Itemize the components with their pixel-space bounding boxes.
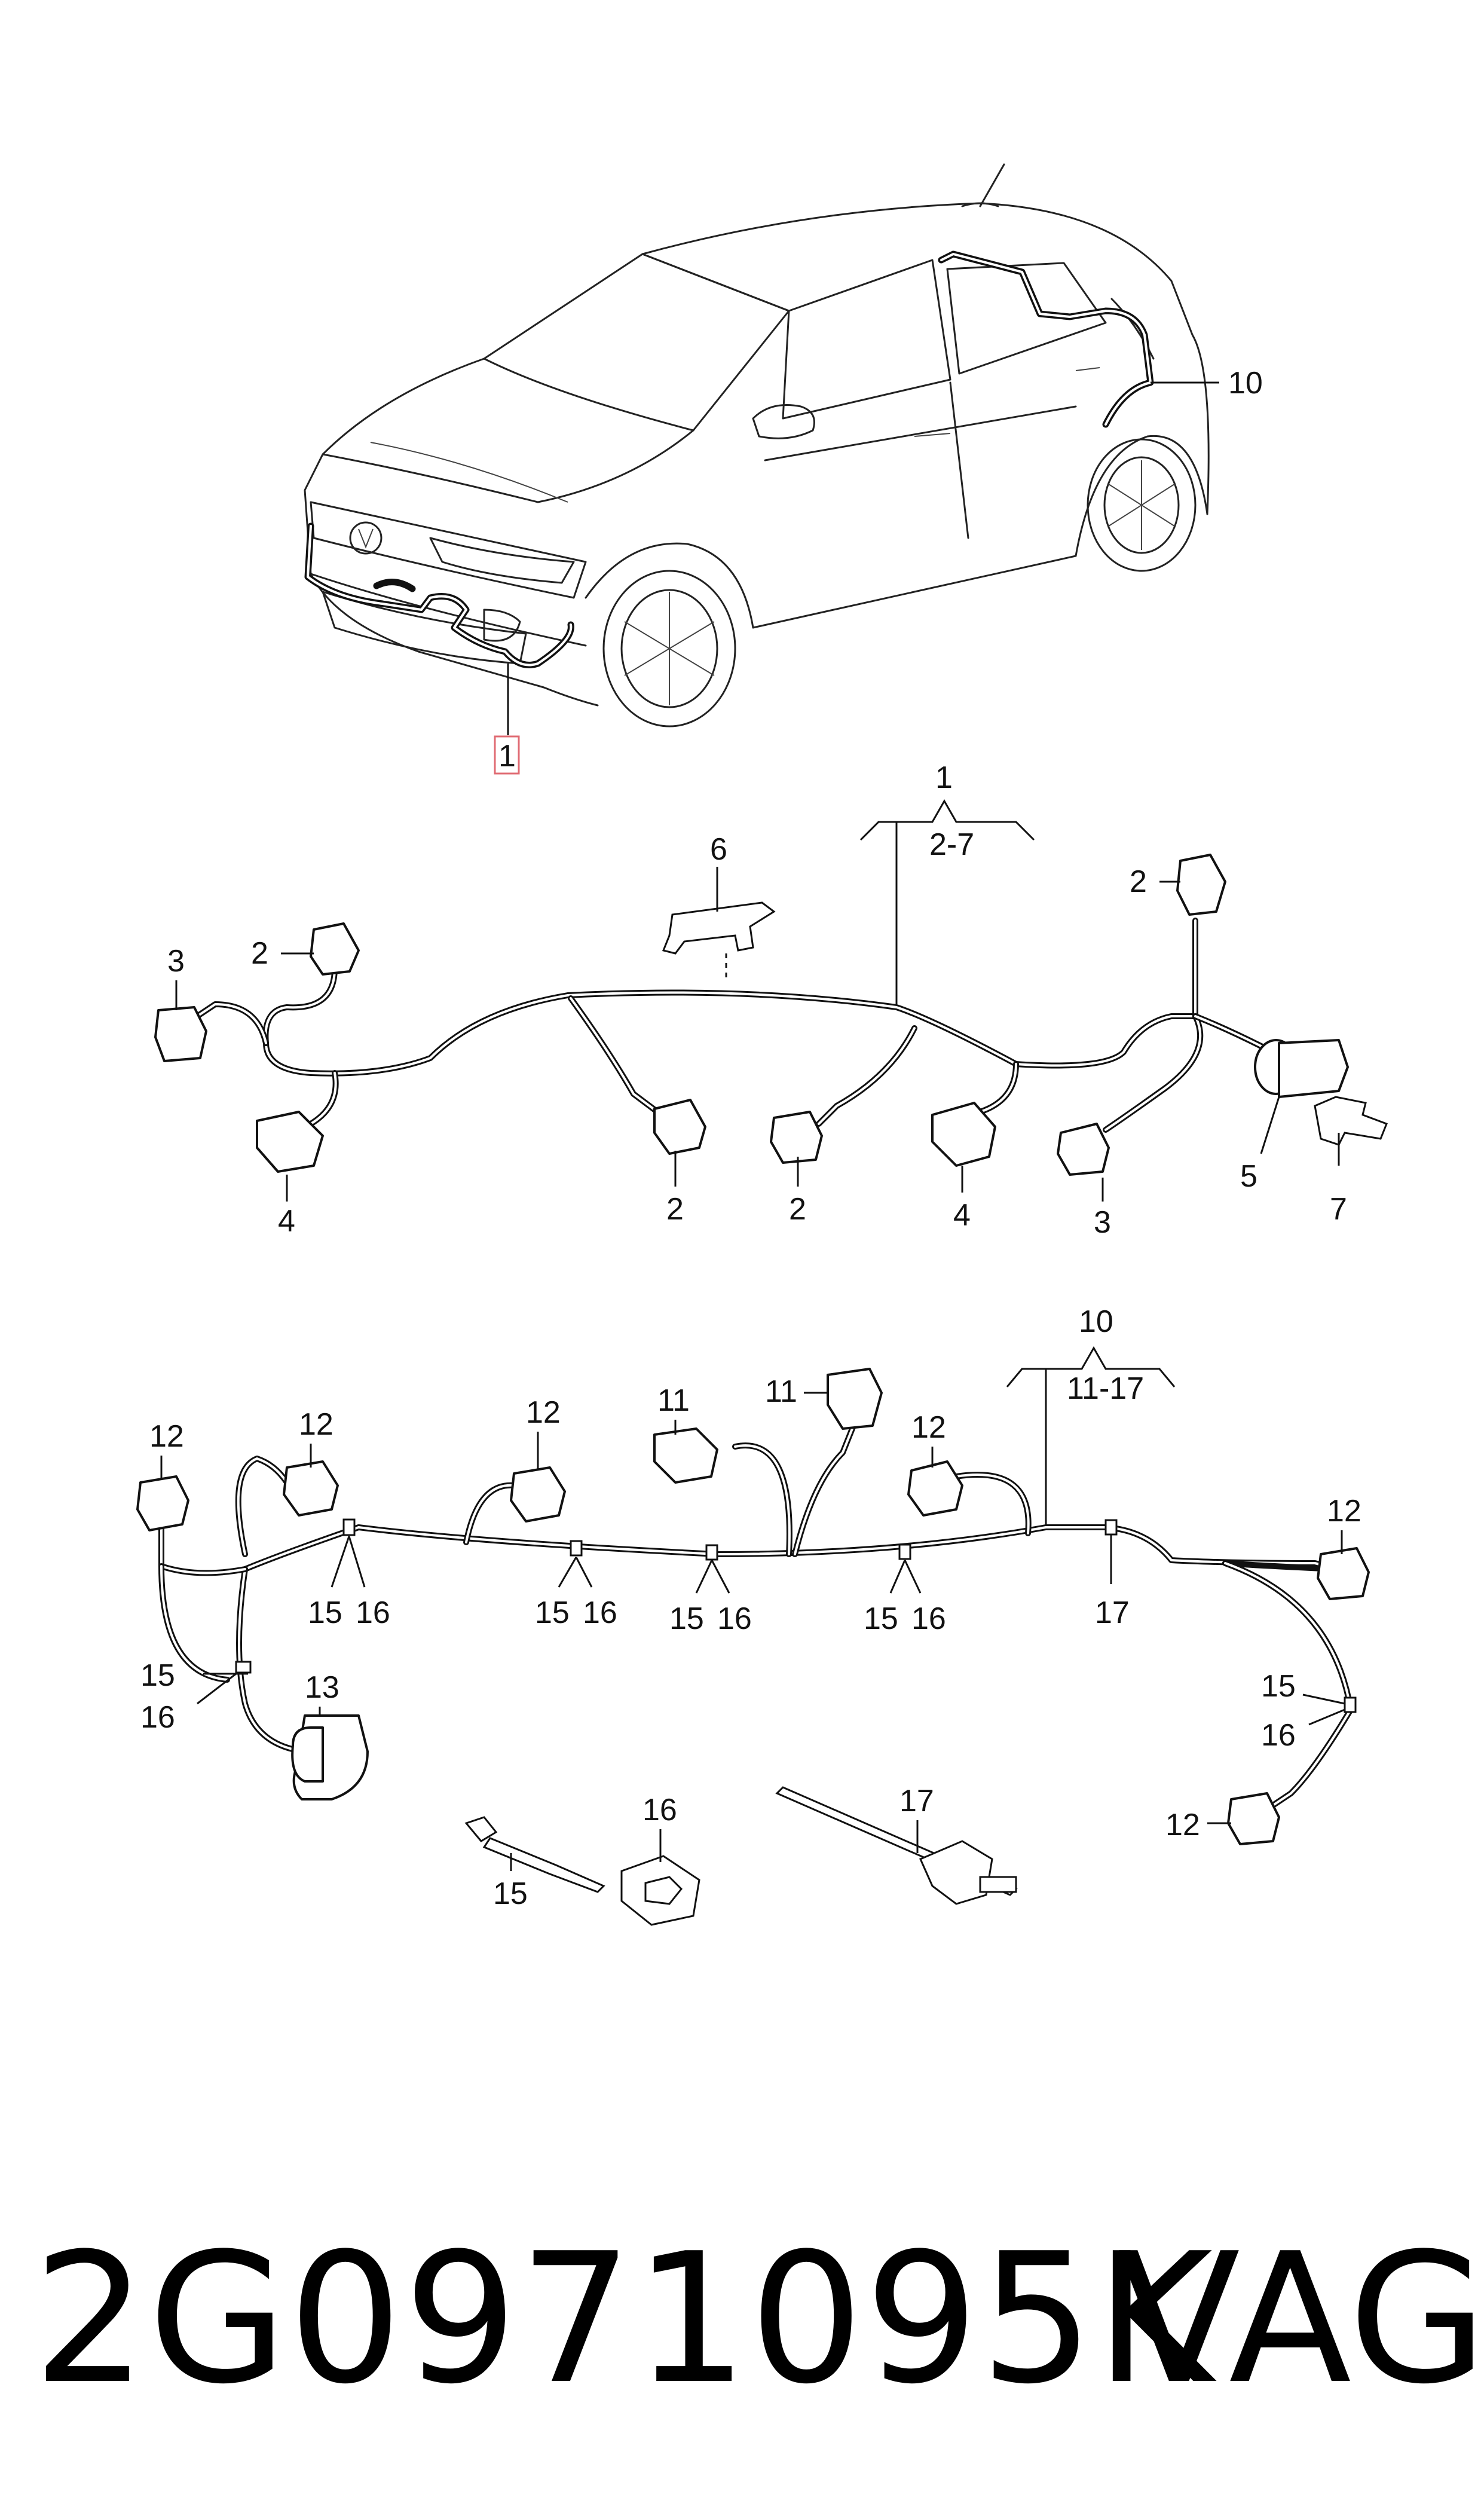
h10-label-16-f: 16 [1261, 1718, 1296, 1753]
h10-label-15-f: 15 [1261, 1669, 1296, 1704]
callout-1-car: 1 [498, 739, 516, 774]
harness-1-exploded: 1 2-7 [154, 760, 1388, 1240]
h10-label-16-d: 16 [717, 1601, 752, 1636]
h1-label-7: 7 [1330, 1192, 1347, 1227]
cable-tie-17 [775, 1786, 1018, 1905]
connector-12-b [283, 1460, 339, 1517]
h10-label-16-b: 16 [356, 1595, 390, 1630]
h10-label-15-a: 15 [140, 1658, 175, 1693]
h1-label-6: 6 [710, 832, 727, 867]
connector-13 [291, 1714, 369, 1800]
bracket-6 [662, 901, 776, 955]
connector-12-c [510, 1466, 566, 1523]
h10-label-12-e: 12 [1327, 1494, 1361, 1528]
clip-15-e [235, 1661, 252, 1674]
connector-4-a [256, 1111, 324, 1173]
connector-2-d [1176, 854, 1226, 916]
h1-label-2-d: 2 [1130, 864, 1147, 899]
h10-label-15-d: 15 [669, 1601, 704, 1636]
h1-label-5: 5 [1240, 1159, 1257, 1194]
h1-range-label: 2-7 [929, 827, 974, 862]
connector-2-a [310, 922, 360, 976]
connector-11-b [827, 1368, 883, 1430]
connector-2-b [653, 1099, 706, 1155]
h10-label-12-c: 12 [526, 1395, 561, 1430]
h10-label-13: 13 [305, 1670, 339, 1705]
h1-label-4-a: 4 [278, 1204, 295, 1239]
h10-label-15-c: 15 [535, 1595, 570, 1630]
holder-7 [1314, 1096, 1388, 1146]
parts-diagram: 10 1 1 2-7 [136, 163, 1388, 1926]
clip-15-b [570, 1540, 583, 1557]
clip-15-a [342, 1518, 356, 1536]
h10-label-17-a: 17 [1095, 1595, 1130, 1630]
h10-label-16-part: 16 [642, 1793, 677, 1827]
connector-12-e [1317, 1547, 1370, 1600]
brand-name: VAG [1118, 2215, 1484, 2423]
h1-label-2-b: 2 [666, 1192, 684, 1227]
h1-label-3-a: 3 [167, 944, 185, 979]
clip-15-d [898, 1543, 911, 1560]
h1-label-4-b: 4 [953, 1198, 971, 1233]
h10-label-16-e: 16 [911, 1601, 946, 1636]
h10-label-12-a: 12 [149, 1419, 184, 1454]
h1-label-2-c: 2 [789, 1192, 806, 1227]
connector-4-b [931, 1102, 996, 1167]
h10-label-16-c: 16 [583, 1595, 617, 1630]
clip-15-c [705, 1544, 718, 1561]
part-number: 2G0971095K [33, 2215, 1214, 2423]
h10-label-15-part: 15 [493, 1876, 528, 1911]
harness-10-exploded: 10 11-17 [136, 1304, 1370, 1926]
h1-label-2-a: 2 [251, 936, 268, 971]
h10-group-label: 10 [1079, 1304, 1113, 1339]
connector-12-d [907, 1460, 963, 1517]
cable-tie-15 [464, 1816, 605, 1893]
callout-10-car: 10 [1228, 366, 1263, 401]
connector-11-a [653, 1427, 718, 1484]
connector-12-a [136, 1475, 189, 1531]
h10-label-16-a: 16 [140, 1700, 175, 1735]
h1-label-3-b: 3 [1094, 1205, 1111, 1240]
h10-label-15-e: 15 [864, 1601, 898, 1636]
h10-label-12-d: 12 [911, 1410, 946, 1445]
connector-5 [1254, 1039, 1349, 1098]
clip-15-f [1344, 1696, 1357, 1713]
callout-1-box [494, 735, 520, 775]
connector-2-c [770, 1111, 823, 1164]
h10-label-12-f: 12 [1165, 1808, 1200, 1842]
h10-label-17-part: 17 [899, 1784, 934, 1818]
clip-17 [1104, 1519, 1118, 1536]
connector-12-f [1227, 1792, 1280, 1845]
h10-label-15-b: 15 [308, 1595, 342, 1630]
connector-3-a [154, 1006, 207, 1062]
h10-label-11-a: 11 [657, 1383, 690, 1418]
h1-group-label: 1 [935, 760, 953, 795]
h10-range-label: 11-17 [1067, 1371, 1144, 1406]
h10-label-11-b: 11 [765, 1374, 797, 1409]
connector-3-b [1057, 1123, 1110, 1176]
car-illustration: 10 1 [304, 163, 1263, 775]
h10-label-12-b: 12 [299, 1407, 333, 1442]
clip-base-16 [620, 1855, 700, 1926]
